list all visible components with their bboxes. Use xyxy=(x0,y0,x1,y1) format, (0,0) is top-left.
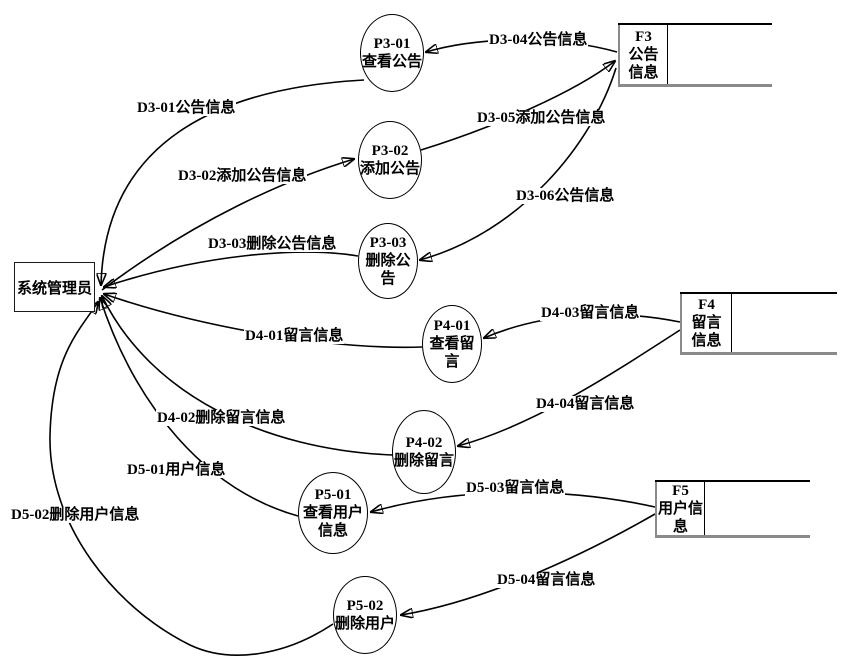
process-name: 查看留言 xyxy=(429,336,475,370)
store-name-cell: F3 公告 信息 xyxy=(618,25,668,84)
flow-label-d4-02: D4-02删除留言信息 xyxy=(156,410,287,426)
process-p5-01: P5-01 查看用户信息 xyxy=(298,472,368,554)
process-name: 查看用户信息 xyxy=(302,505,363,539)
flow-line-d5-01 xyxy=(100,298,299,517)
store-name-line: 用户信 xyxy=(657,500,703,517)
process-p3-03: P3-03 删除公告 xyxy=(358,223,418,299)
store-id: F3 xyxy=(635,28,652,45)
flow-label-d5-03: D5-03留言信息 xyxy=(465,480,566,496)
process-name: 查看公告 xyxy=(361,54,422,70)
process-name: 删除留言 xyxy=(393,453,454,469)
process-p3-02: P3-02 添加公告 xyxy=(358,121,422,199)
process-name: 添加公告 xyxy=(359,161,420,177)
store-name-cell: F4 留言 信息 xyxy=(680,294,732,352)
store-name-cell: F5 用户信 息 xyxy=(655,482,705,535)
process-p3-01: P3-01 查看公告 xyxy=(360,14,424,92)
process-id: P3-01 xyxy=(373,36,411,52)
flow-label-d3-05: D3-05添加公告信息 xyxy=(476,110,607,126)
flow-line-d3-03 xyxy=(104,251,359,287)
store-name-line: 信息 xyxy=(628,64,659,81)
flow-label-d3-06: D3-06公告信息 xyxy=(515,188,616,204)
process-id: P3-02 xyxy=(371,143,409,159)
flow-line-d3-02 xyxy=(101,159,354,291)
flow-label-d3-04: D3-04公告信息 xyxy=(488,32,589,48)
entity-label: 系统管理员 xyxy=(16,280,92,297)
flow-line-d3-06 xyxy=(420,67,617,260)
flow-line-d3-05 xyxy=(420,61,615,151)
entity-system-admin: 系统管理员 xyxy=(14,262,95,312)
flow-label-d3-02: D3-02添加公告信息 xyxy=(177,168,308,184)
process-id: P4-01 xyxy=(433,318,471,334)
store-id: F5 xyxy=(672,482,689,499)
process-id: P3-03 xyxy=(369,235,407,251)
flow-line-d4-02 xyxy=(102,296,394,456)
store-name-line: 信息 xyxy=(691,333,722,349)
flow-line-d4-04 xyxy=(458,329,681,446)
store-f5: F5 用户信 息 xyxy=(655,480,810,538)
store-name-line: 留言 xyxy=(691,315,722,331)
flow-line-d5-02 xyxy=(49,302,334,656)
process-p4-01: P4-01 查看留言 xyxy=(422,305,482,383)
flow-label-d3-03: D3-03删除公告信息 xyxy=(207,236,338,252)
flow-label-d3-01: D3-01公告信息 xyxy=(136,100,237,116)
flow-label-d4-01: D4-01留言信息 xyxy=(244,328,345,344)
flow-line-d3-01 xyxy=(101,79,365,285)
flow-label-d4-04: D4-04留言信息 xyxy=(535,396,636,412)
store-name-line: 公告 xyxy=(628,46,659,63)
process-id: P5-02 xyxy=(346,598,384,614)
process-id: P5-01 xyxy=(314,487,352,503)
flow-label-d4-03: D4-03留言信息 xyxy=(540,305,641,321)
flow-label-d5-02: D5-02删除用户信息 xyxy=(10,507,141,523)
flow-label-d5-04: D5-04留言信息 xyxy=(496,572,597,588)
process-name: 删除公告 xyxy=(365,253,411,287)
process-name: 删除用户 xyxy=(334,616,395,632)
process-p4-02: P4-02 删除留言 xyxy=(392,410,456,494)
flow-line-d5-04 xyxy=(401,513,656,615)
store-name-line: 息 xyxy=(672,518,688,535)
flow-label-d5-01: D5-01用户信息 xyxy=(126,462,227,478)
process-p5-02: P5-02 删除用户 xyxy=(333,576,397,654)
store-f3: F3 公告 信息 xyxy=(618,23,772,87)
store-id: F4 xyxy=(698,297,715,313)
store-f4: F4 留言 信息 xyxy=(680,292,837,355)
process-id: P4-02 xyxy=(405,435,443,451)
